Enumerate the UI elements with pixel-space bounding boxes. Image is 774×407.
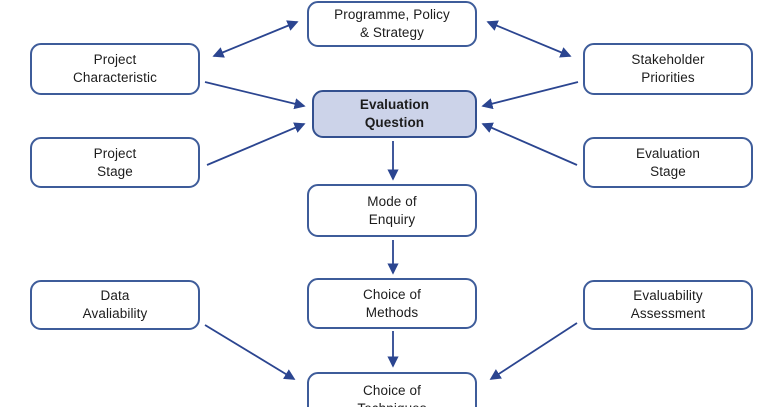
- edge-project-characteristic-evaluation-question: [204, 81, 306, 110]
- edge-project-stage-evaluation-question: [206, 122, 306, 166]
- node-project-stage: Project Stage: [30, 137, 200, 188]
- edge-stakeholder-priorities-evaluation-question: [481, 81, 579, 110]
- node-evaluability-assessment: Evaluability Assessment: [583, 280, 753, 330]
- edge-stakeholder-priorities-programme: [486, 20, 572, 58]
- node-programme-policy-strategy: Programme, Policy & Strategy: [307, 1, 477, 47]
- node-mode-of-enquiry: Mode of Enquiry: [307, 184, 477, 237]
- edge-data-availability-choice-of-techniques: [204, 324, 296, 380]
- node-evaluation-question: Evaluation Question: [312, 90, 477, 138]
- node-evaluation-stage: Evaluation Stage: [583, 137, 753, 188]
- node-choice-of-techniques: Choice of Techniques: [307, 372, 477, 407]
- edge-evaluation-stage-evaluation-question: [481, 122, 578, 166]
- node-stakeholder-priorities: Stakeholder Priorities: [583, 43, 753, 95]
- node-project-characteristic: Project Characteristic: [30, 43, 200, 95]
- node-data-availability: Data Avaliability: [30, 280, 200, 330]
- node-choice-of-methods: Choice of Methods: [307, 278, 477, 329]
- edge-evaluability-assessment-choice-of-techniques: [489, 322, 578, 380]
- edge-project-characteristic-programme: [212, 20, 299, 58]
